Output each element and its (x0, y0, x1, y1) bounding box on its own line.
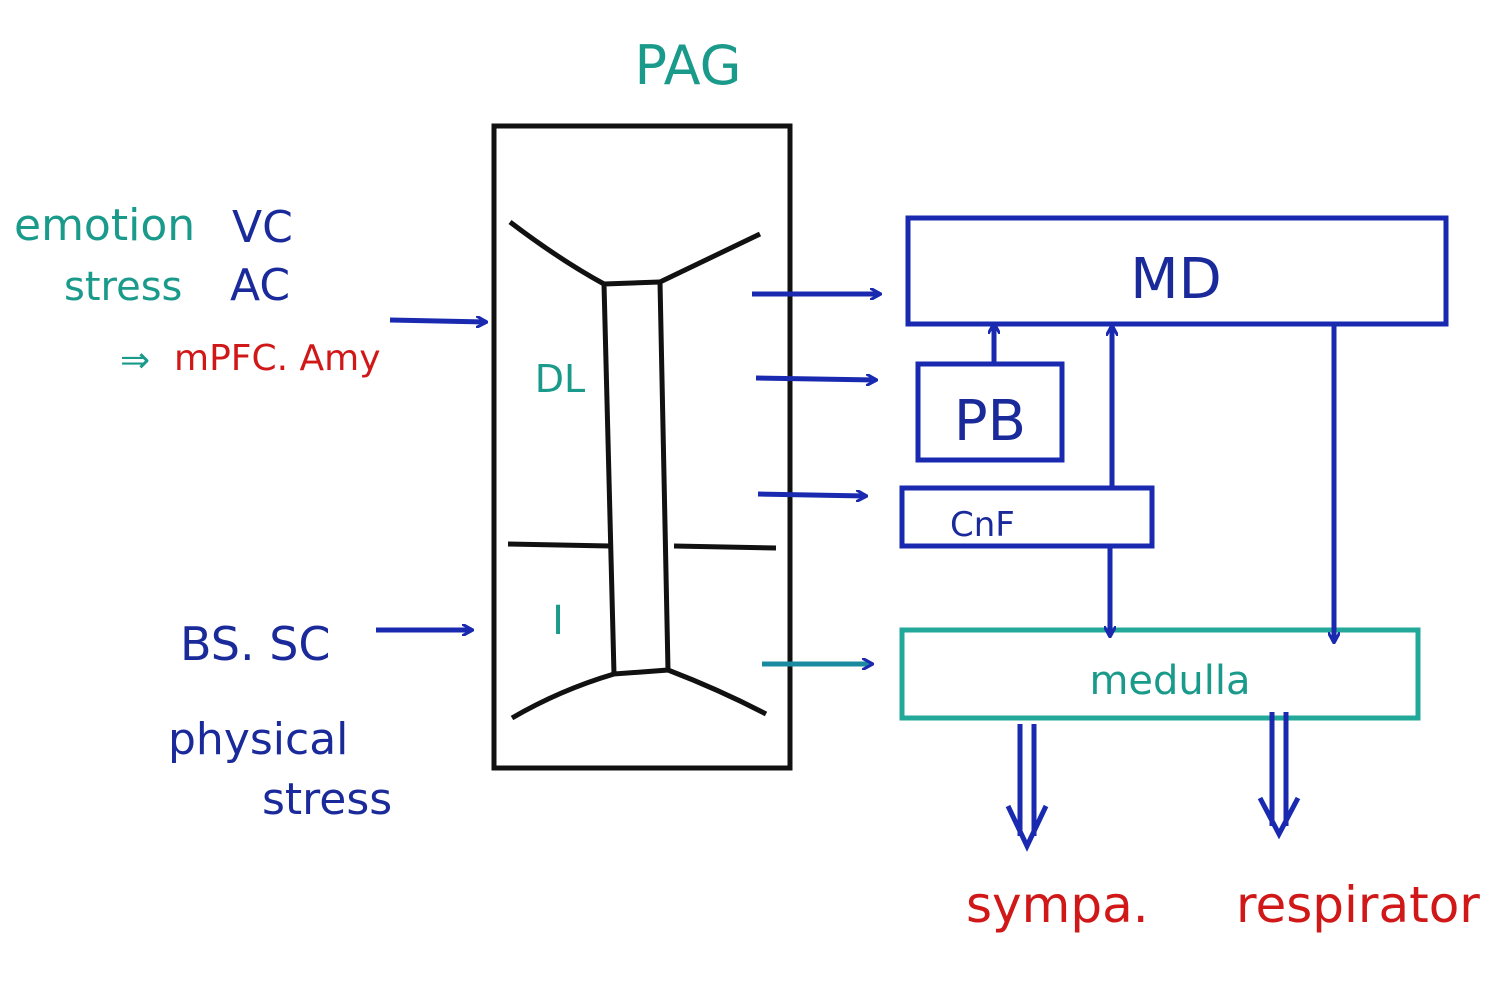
arrow-pag-to-pb (755, 378, 876, 380)
pag-column (491, 123, 793, 771)
label-respirator: respirator (1236, 876, 1480, 934)
label-emotion: emotion (14, 200, 195, 251)
label-medulla: medulla (1089, 658, 1250, 704)
pag-region-dl: DL (535, 357, 585, 401)
double-arrow-sympa (1005, 724, 1049, 852)
double-arrow-respirator (1257, 712, 1301, 840)
label-physical-stress: stress (262, 774, 392, 825)
pag-region-i: I (552, 598, 564, 644)
label-stress: stress (64, 264, 182, 310)
box-md (905, 215, 1449, 327)
pag-divider-left (507, 541, 611, 549)
box-pb (915, 361, 1065, 463)
label-cnf: CnF (950, 505, 1015, 545)
title-pag: PAG (635, 34, 742, 97)
label-physical: physical (168, 714, 348, 765)
pag-outline (491, 123, 793, 771)
arrow-pag-to-cnf (757, 494, 866, 496)
pag-funnel-line (508, 220, 606, 287)
label-sympa: sympa. (966, 876, 1149, 934)
pag-divider-right (673, 543, 777, 551)
pag-funnel-line (667, 667, 768, 717)
double-arrow-icon: ⇒ (120, 340, 150, 381)
pag-aqueduct (601, 279, 671, 677)
label-pb: PB (954, 389, 1026, 454)
box-cnf (899, 485, 1155, 549)
label-vc: VC (232, 202, 293, 253)
box-medulla (899, 627, 1421, 721)
pag-funnel-line (510, 671, 615, 721)
label-mpfc-amy: mPFC. Amy (174, 338, 381, 379)
arrow-emotion-to-pag (389, 320, 486, 322)
label-ac: AC (230, 260, 290, 311)
label-bs-sc: BS. SC (180, 617, 331, 671)
pag-funnel-line (658, 231, 762, 285)
label-md: MD (1130, 247, 1221, 312)
